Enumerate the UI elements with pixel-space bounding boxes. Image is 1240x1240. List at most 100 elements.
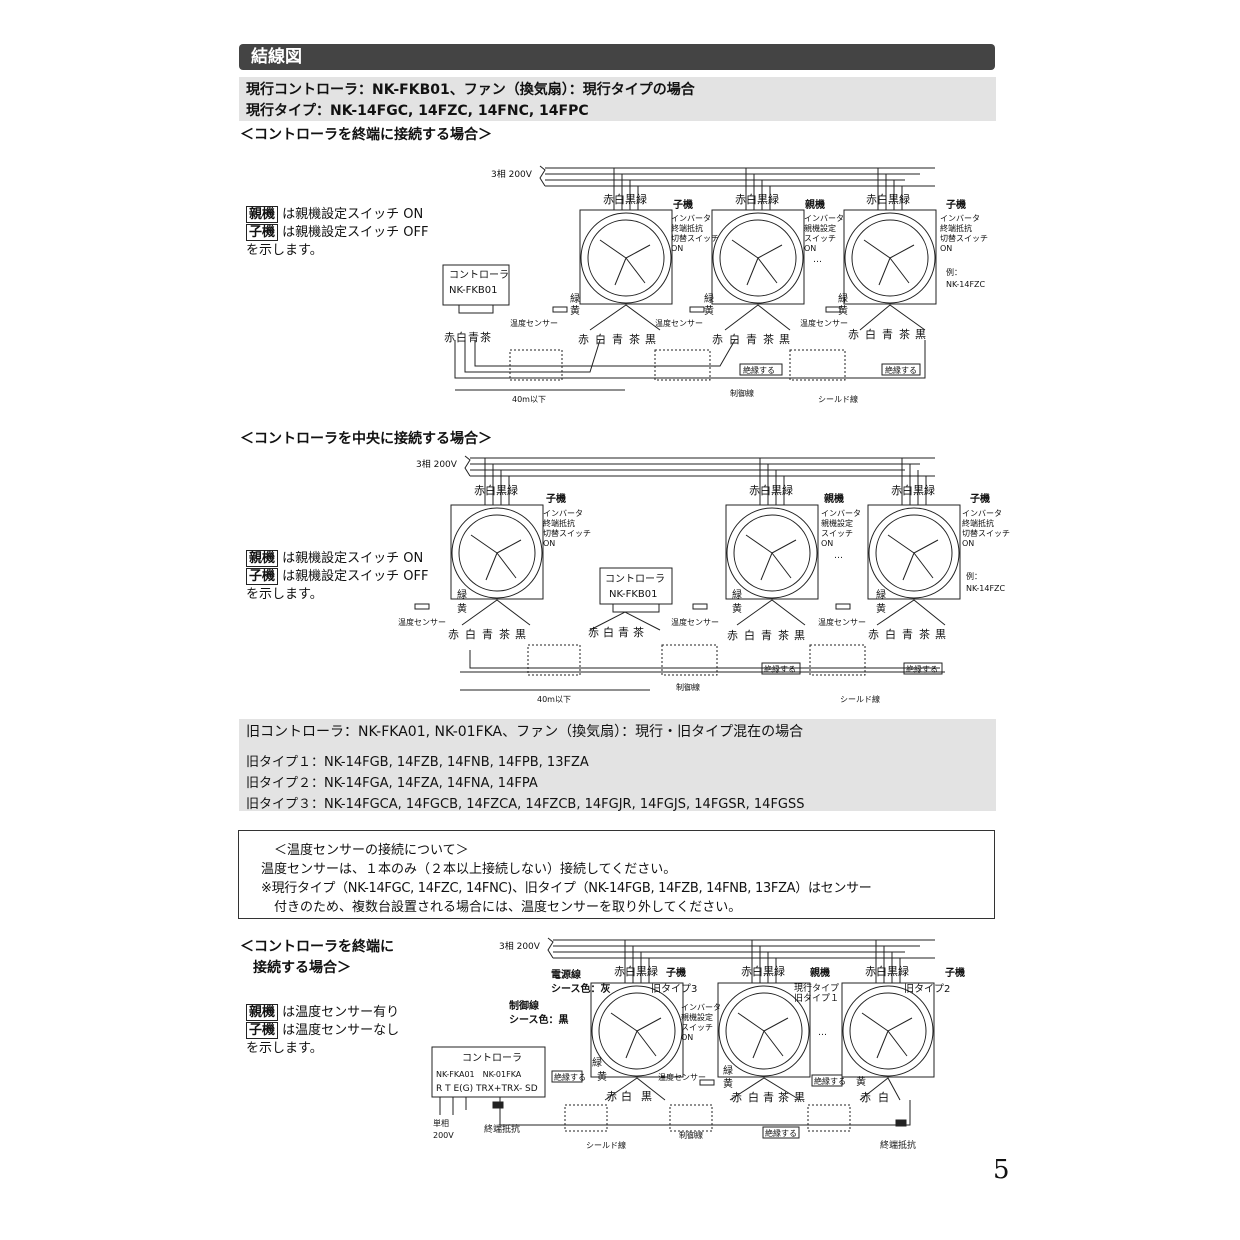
wire-label-red: 赤: [735, 193, 746, 206]
wire-label-brown: 茶: [480, 331, 491, 344]
wire-label-white: 白: [625, 964, 636, 978]
wire-label-red: 赤: [588, 626, 599, 639]
old-type-box: [239, 719, 996, 811]
wire-label-yellow: 黄: [457, 602, 467, 615]
wire-label-yellow: 黄: [838, 304, 848, 317]
inv-parent-4: ON: [681, 1033, 693, 1042]
wire-label-white: 白: [485, 483, 496, 497]
inv-child-1: インバータ: [543, 509, 583, 518]
controller-model: NK-FKB01: [609, 589, 658, 600]
controller-label: コントローラ: [605, 573, 665, 585]
legend-parent-tag: 親機: [246, 206, 279, 223]
wire-label-black: 黒: [794, 629, 805, 642]
wire-label-green: 緑: [570, 292, 580, 305]
wire-label-blue: 青: [763, 1091, 774, 1104]
wire-label-red: 赤: [727, 629, 738, 642]
wire-label-red: 赤: [749, 484, 760, 497]
legend-child-tag: 子機: [246, 568, 279, 585]
sensor-note-title: ＜温度センサーの接続について＞: [274, 843, 469, 858]
legend-parent-tag: 親機: [246, 1004, 279, 1021]
current-controller-line: 現行コントローラ：NK-FKB01、ファン（換気扇）：現行タイプの場合: [246, 82, 695, 98]
temp-sensor-label: 温度センサー: [800, 318, 848, 328]
wire-label-yellow: 黄: [723, 1077, 733, 1090]
inv-child-3: 切替スイッチ: [543, 528, 591, 538]
legend-parent-tag: 親機: [246, 550, 279, 567]
parent-tag: 親機: [824, 492, 844, 505]
wire-label-white: 白: [744, 628, 755, 642]
controller-terminals: R T E(G) TRX+TRX- SD: [436, 1084, 538, 1094]
wire-label-green: 緑: [732, 588, 742, 601]
wire-label-black: 黒: [794, 1091, 805, 1104]
wire-label-green: 緑: [647, 964, 658, 978]
wire-label-green: 緑: [899, 192, 910, 206]
child-tag: 子機: [666, 966, 686, 979]
wire-label-yellow: 黄: [732, 602, 742, 615]
wire-label-white: 白: [877, 192, 888, 206]
wire-label-red: 赤: [860, 1091, 871, 1104]
control-line-label: 制御線: [730, 388, 754, 398]
wire-label-brown: 茶: [763, 333, 774, 346]
inv-child-2: 終端抵抗: [671, 223, 703, 233]
wire-label-green: 緑: [782, 483, 793, 497]
single-phase-1: 単相: [433, 1118, 449, 1128]
example-label: 例：: [946, 267, 962, 277]
wire-label-green: 緑: [704, 292, 714, 305]
sensor-note-line1: 温度センサーは、１本のみ（２本以上接続しない）接続してください。: [261, 862, 677, 877]
wire-label-red: 赤: [712, 333, 723, 346]
child-tag: 子機: [546, 492, 566, 505]
section3-heading-b: 接続する場合＞: [253, 960, 351, 976]
wire-label-black: 黒: [641, 1090, 652, 1103]
wire-label-red: 赤: [891, 484, 902, 497]
insulate-label: 絶縁する: [764, 664, 796, 674]
distance-label: 40m以下: [537, 695, 571, 704]
shield-line-label: シールド線: [818, 394, 858, 404]
old-controller-models: NK-FKA01 NK-01FKA: [436, 1070, 522, 1079]
wire-label-green: 緑: [876, 588, 886, 601]
wire-label-red: 赤: [868, 628, 879, 641]
distance-label: 40m以下: [512, 395, 546, 404]
control-line-label: 制御線: [679, 1130, 703, 1140]
example-label: 例：: [966, 571, 982, 581]
legend-parent-text: は親機設定スイッチ ON: [282, 551, 424, 566]
wire-label-red: 赤: [603, 193, 614, 206]
single-phase-2: 200V: [433, 1131, 454, 1140]
wire-label-brown: 茶: [899, 328, 910, 341]
wire-label-yellow: 黄: [597, 1070, 607, 1083]
old-type3-tag: 旧タイプ3: [651, 983, 697, 995]
wire-label-red: 赤: [474, 484, 485, 497]
section1-heading: ＜コントローラを終端に接続する場合＞: [240, 127, 492, 143]
controller-model: NK-FKB01: [449, 285, 498, 296]
wire-label-white: 白: [456, 330, 467, 344]
inv-parent-1: インバータ: [681, 1003, 721, 1012]
section2-legend: 親機 は親機設定スイッチ ON 子機 は親機設定スイッチ OFF を示します。: [246, 550, 428, 604]
wire-label-red: 赤: [865, 965, 876, 978]
wire-label-white: 白: [748, 1090, 759, 1104]
wire-label-white: 白: [878, 1090, 889, 1104]
inv-parent-3: スイッチ: [804, 234, 836, 243]
wire-label-blue: 青: [746, 333, 757, 346]
wire-label-black: 黒: [935, 628, 946, 641]
wire-label-green: 緑: [838, 292, 848, 305]
old-type2-line: 旧タイプ２：NK-14FGA, 14FZA, 14FNA, 14FPA: [246, 776, 538, 791]
power-label: 3相 200V: [416, 458, 458, 470]
wire-label-black: 黒: [763, 965, 774, 978]
section3-heading-a: ＜コントローラを終端に: [240, 939, 394, 955]
sensor-note-line2: ※現行タイプ（NK-14FGC, 14FZC, 14FNC)、旧タイプ（NK-1…: [261, 881, 872, 896]
legend-parent-text: は親機設定スイッチ ON: [282, 207, 424, 222]
inv-parent-1: インバータ: [804, 214, 844, 223]
inv-child-2: 終端抵抗: [962, 518, 994, 528]
wire-label-red: 赤: [731, 1091, 742, 1104]
wire-label-white: 白: [621, 1089, 632, 1103]
legend-child-text: は温度センサーなし: [282, 1023, 400, 1038]
inv-child-1: インバータ: [671, 214, 711, 223]
inv-child-2: 終端抵抗: [940, 223, 972, 233]
child-tag: 子機: [945, 966, 965, 979]
current-type-line: 現行タイプ：NK-14FGC, 14FZC, 14FNC, 14FPC: [246, 103, 589, 119]
legend-child-text: は親機設定スイッチ OFF: [282, 569, 429, 584]
inv-child-4: ON: [671, 244, 683, 253]
power-label: 3相 200V: [491, 168, 533, 180]
wire-label-green: 緑: [507, 483, 518, 497]
wire-label-black: 黒: [779, 333, 790, 346]
wire-label-yellow: 黄: [570, 304, 580, 317]
dots: …: [834, 551, 843, 561]
